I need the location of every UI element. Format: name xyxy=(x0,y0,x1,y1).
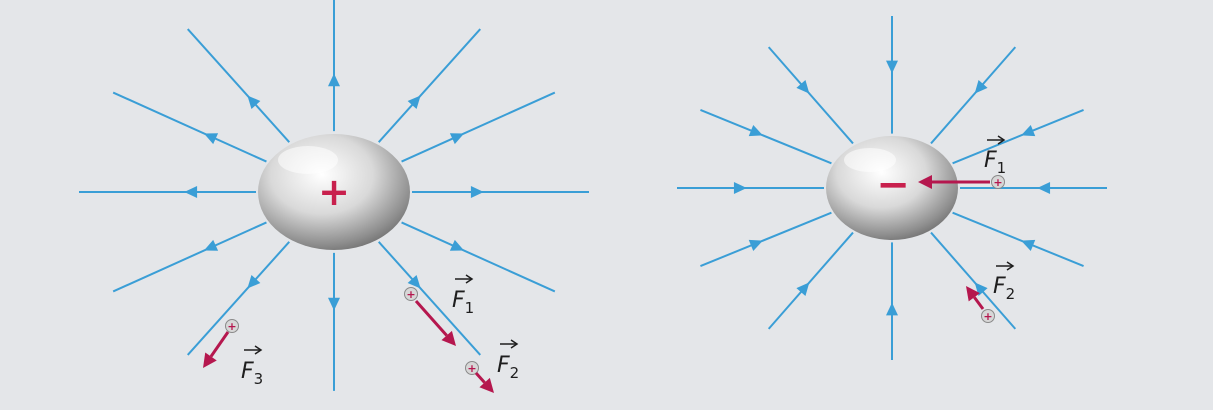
svg-text:+: + xyxy=(406,288,415,301)
field-direction-arrow xyxy=(407,95,421,110)
test-charge-f1-left: + xyxy=(404,287,418,301)
test-charge-f3-left: + xyxy=(225,319,239,333)
force-label-f1-right-letter: F xyxy=(984,148,997,173)
field-line xyxy=(930,46,1017,145)
field-line xyxy=(377,241,482,356)
svg-text:F3: F3 xyxy=(241,359,263,388)
field-direction-arrow xyxy=(247,274,261,289)
force-label-f1-right-index: 1 xyxy=(997,159,1007,177)
field-direction-arrow xyxy=(748,239,763,252)
force-arrow-f3-left xyxy=(203,331,230,368)
svg-text:+: + xyxy=(983,310,992,323)
field-line xyxy=(377,28,482,143)
test-charge-f1-right: + xyxy=(991,175,1005,189)
field-direction-arrow xyxy=(407,274,421,289)
field-line xyxy=(767,231,854,330)
field-direction-arrow xyxy=(886,302,898,316)
test-charge-f2-right: + xyxy=(981,309,995,323)
svg-text:F1: F1 xyxy=(984,148,1006,177)
field-line xyxy=(952,108,1084,165)
force-arrow-f2-right xyxy=(966,286,985,310)
field-direction-arrow xyxy=(203,133,219,145)
field-line xyxy=(186,241,291,356)
field-direction-arrow xyxy=(1021,124,1036,137)
negative-charge-panel: ++ − F1 F2 xyxy=(677,16,1107,360)
field-direction-arrow xyxy=(1021,239,1036,252)
field-line xyxy=(186,28,291,143)
field-line xyxy=(401,91,556,163)
force-label-f1-left: F1 xyxy=(452,274,474,317)
force-label-f1-left-index: 1 xyxy=(465,299,475,317)
field-direction-arrow xyxy=(796,80,810,94)
field-direction-arrow xyxy=(449,239,465,251)
force-label-f2-right: F2 xyxy=(993,261,1015,303)
svg-text:F1: F1 xyxy=(452,288,474,317)
field-direction-arrow xyxy=(203,239,219,251)
svg-text:F2: F2 xyxy=(993,274,1015,303)
force-label-f1-right: F1 xyxy=(984,135,1006,177)
force-label-f2-left-letter: F xyxy=(497,353,510,378)
field-line xyxy=(112,91,267,163)
force-label-f3-left-letter: F xyxy=(241,359,254,384)
negative-field-lines xyxy=(677,16,1107,360)
force-label-f2-left-index: 2 xyxy=(510,364,520,382)
positive-field-lines xyxy=(79,0,589,391)
force-label-f2-right-letter: F xyxy=(993,274,1006,299)
force-label-f2-right-index: 2 xyxy=(1006,285,1016,303)
force-label-f1-left-letter: F xyxy=(452,288,465,313)
field-direction-arrow xyxy=(328,297,340,311)
field-line xyxy=(112,221,267,293)
negative-panel-forces: ++ xyxy=(918,175,1005,323)
positive-charge-sphere: + xyxy=(258,134,410,250)
svg-text:+: + xyxy=(467,362,476,375)
force-arrow-f2-left xyxy=(474,371,494,393)
force-arrow-f1-right xyxy=(918,175,990,189)
svg-text:+: + xyxy=(993,176,1002,189)
force-label-f2-left: F2 xyxy=(497,339,519,382)
field-line xyxy=(700,211,832,268)
svg-text:+: + xyxy=(227,320,236,333)
field-direction-arrow xyxy=(748,124,763,137)
field-direction-arrow xyxy=(974,80,988,94)
positive-panel-forces: + + + xyxy=(203,287,494,393)
negative-sign: − xyxy=(876,162,910,208)
field-direction-arrow xyxy=(449,133,465,145)
force-label-f3-left: F3 xyxy=(241,345,263,388)
field-direction-arrow xyxy=(247,95,261,110)
field-line xyxy=(767,46,854,145)
field-direction-arrow xyxy=(796,282,810,296)
field-direction-arrow xyxy=(470,186,484,198)
field-direction-arrow xyxy=(733,182,747,194)
positive-sign: + xyxy=(318,170,350,214)
field-direction-arrow xyxy=(886,60,898,74)
test-charge-f2-left: + xyxy=(465,361,479,375)
positive-charge-panel: + +++ F1 F2 F3 xyxy=(79,0,589,393)
svg-text:F2: F2 xyxy=(497,353,519,382)
force-arrow-f1-left xyxy=(414,300,456,346)
force-label-f3-left-index: 3 xyxy=(254,370,264,388)
field-line xyxy=(930,231,1017,330)
field-line xyxy=(952,211,1084,268)
field-direction-arrow xyxy=(184,186,198,198)
field-direction-arrow xyxy=(1037,182,1051,194)
field-line xyxy=(700,108,832,165)
field-direction-arrow xyxy=(328,73,340,87)
negative-charge-sphere xyxy=(826,136,958,240)
field-line xyxy=(401,221,556,293)
